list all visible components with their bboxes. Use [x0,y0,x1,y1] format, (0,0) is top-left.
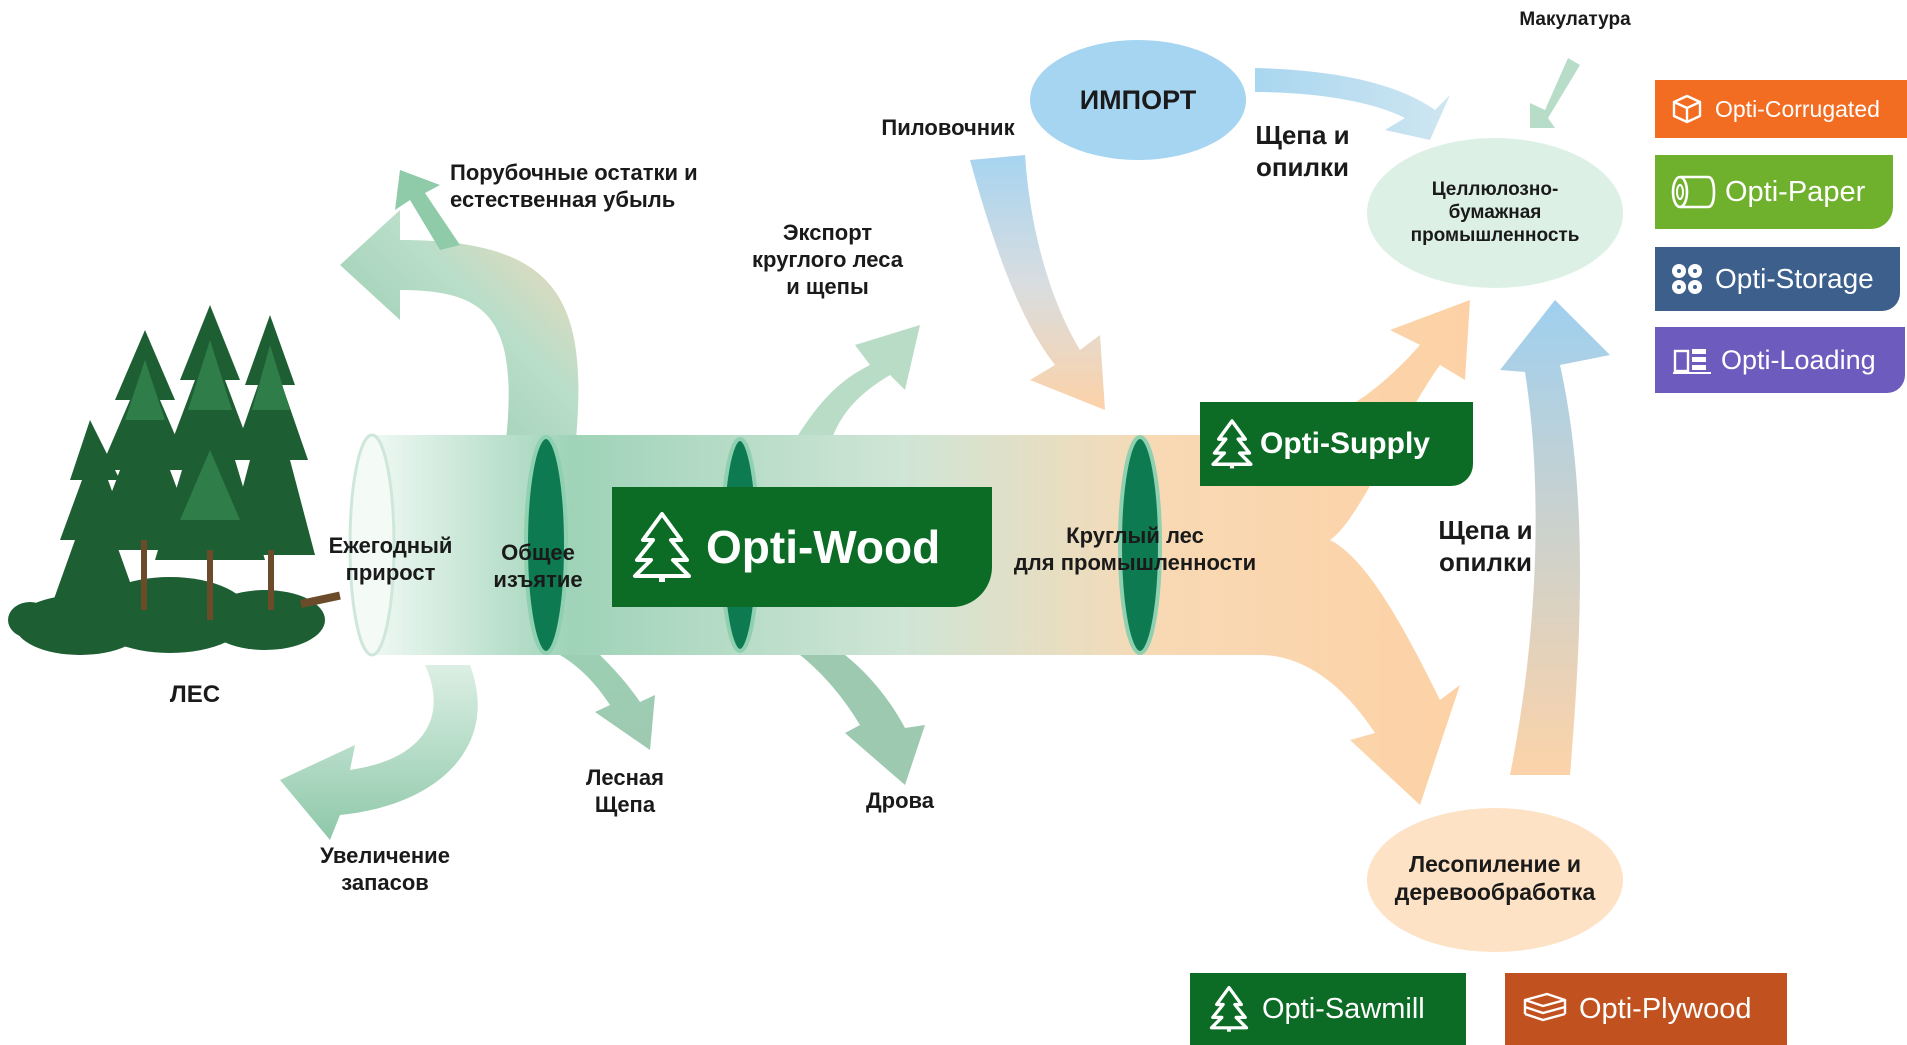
tree-icon [626,507,698,587]
export-flow-arrow [795,325,920,445]
opti-supply-badge[interactable]: Opti-Supply [1200,402,1473,486]
chips-top-flow-arrow [1255,68,1450,140]
wastepaper-flow-arrow [1530,58,1580,128]
pipe-ring-growth [348,433,396,657]
opti-storage-label: Opti-Storage [1715,263,1874,294]
pulp-paper-label: Целлюлозно- бумажная промышленность [1410,179,1580,247]
chips-sawdust-right-label: Щепа и опилки [1438,515,1533,577]
forest-label: ЛЕС [169,681,221,708]
opti-storage-badge[interactable]: Opti-Storage [1655,247,1900,311]
opti-loading-badge[interactable]: Opti-Loading [1655,327,1905,393]
opti-loading-label: Opti-Loading [1721,344,1876,375]
opti-sawmill-label: Opti-Sawmill [1262,992,1425,1025]
opti-plywood-label: Opti-Plywood [1579,992,1752,1025]
export-label: Экспорт круглого леса и щепы [752,220,903,299]
loading-icon [1673,344,1711,376]
tree-icon [1206,984,1252,1034]
opti-sawmill-badge[interactable]: Opti-Sawmill [1190,973,1466,1045]
stock-increase-label: Увеличение запасов [320,843,450,895]
opti-paper-badge[interactable]: Opti-Paper [1655,155,1893,229]
sawlogs-label: Пиловочник [881,115,1015,140]
chips-sawdust-top-label: Щепа и опилки [1255,120,1350,182]
opti-supply-label: Opti-Supply [1260,427,1430,460]
residues-branch-arrow [395,170,460,250]
total-removal-label: Общее изъятие [493,540,583,592]
opti-plywood-badge[interactable]: Opti-Plywood [1505,973,1787,1045]
import-ellipse [1030,40,1246,160]
annual-growth-label: Ежегодный прирост [328,533,453,585]
firewood-flow-arrow [800,655,925,785]
paper-roll-icon [1669,172,1717,212]
stock-increase-flow-arrow [280,665,478,840]
opti-wood-label: Opti-Wood [706,521,941,573]
firewood-label: Дрова [865,788,935,813]
opti-corrugated-label: Opti-Corrugated [1715,95,1880,122]
residues-flow-arrow [340,210,579,450]
import-label: ИМПОРТ [1079,85,1197,115]
plywood-sheets-icon [1521,989,1569,1029]
storage-icon [1669,261,1705,297]
forest-illustration [8,305,341,660]
pipe-ring-removal [524,435,568,655]
opti-paper-label: Opti-Paper [1725,175,1866,208]
pulp-paper-ellipse [1367,138,1623,288]
opti-wood-badge[interactable]: Opti-Wood [612,487,992,607]
chips-right-flow-arrow [1500,300,1610,775]
forest-chips-flow-arrow [560,655,655,750]
box-icon [1669,91,1705,127]
sawmilling-label: Лесопиление и деревообработка [1394,851,1596,906]
forest-chips-label: Лесная Щепа [586,765,664,817]
wastepaper-label: Макулатура [1519,9,1631,30]
sawlogs-flow-arrow [970,155,1105,410]
logging-residues-label: Порубочные остатки и естественная убыль [450,160,698,212]
pipe-ring-industrial [1118,435,1162,655]
opti-corrugated-badge[interactable]: Opti-Corrugated [1655,80,1907,138]
tree-icon [1208,417,1256,471]
sawmilling-ellipse [1367,808,1623,952]
industrial-roundwood-label: Круглый лес для промышленности [1013,523,1257,575]
